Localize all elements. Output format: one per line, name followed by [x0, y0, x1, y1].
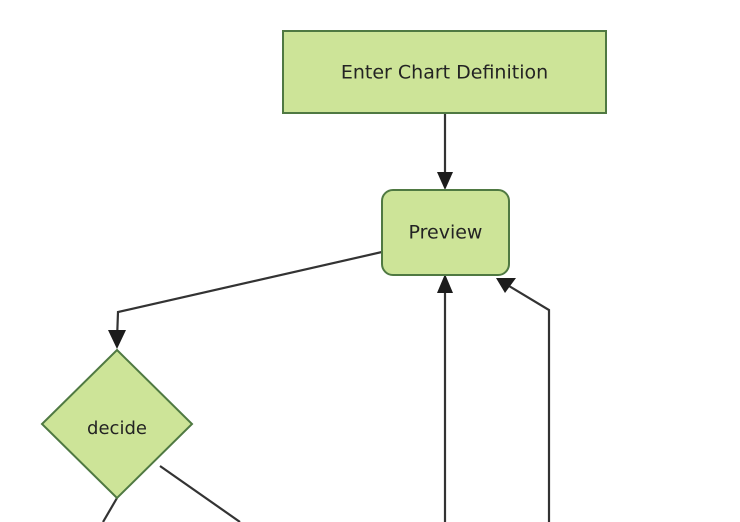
edge-decide-bottom-right: [159, 465, 241, 522]
edge-bottom-right-to-preview-line: [503, 282, 551, 522]
edge-preview-to-decide-arrowhead: [108, 330, 126, 349]
edge-enter-to-preview: [437, 113, 453, 190]
edge-decide-bottom-right-line: [159, 465, 241, 522]
enter-chart-definition-label: Enter Chart Definition: [341, 62, 548, 84]
edge-bottom-center-to-preview-arrowhead: [437, 274, 453, 293]
node-preview[interactable]: Preview: [381, 189, 510, 276]
node-decide[interactable]: decide: [40, 348, 194, 500]
preview-label: Preview: [409, 222, 483, 244]
preview-shape[interactable]: [381, 189, 510, 276]
enter-chart-definition-shape[interactable]: [282, 30, 607, 114]
node-enter-chart-definition[interactable]: Enter Chart Definition: [282, 30, 607, 114]
edge-bottom-right-to-preview-arrowhead: [496, 278, 516, 293]
edge-preview-to-decide: [108, 250, 383, 349]
edge-preview-to-decide-line: [115, 250, 383, 341]
decide-label: decide: [87, 418, 147, 439]
edge-enter-to-preview-arrowhead: [437, 172, 453, 190]
decide-shape[interactable]: [40, 348, 194, 500]
edge-decide-bottom-left-line: [102, 497, 118, 522]
edge-decide-bottom-left: [102, 497, 118, 522]
edge-bottom-right-to-preview: [496, 278, 551, 522]
edge-bottom-center-to-preview: [437, 274, 453, 522]
